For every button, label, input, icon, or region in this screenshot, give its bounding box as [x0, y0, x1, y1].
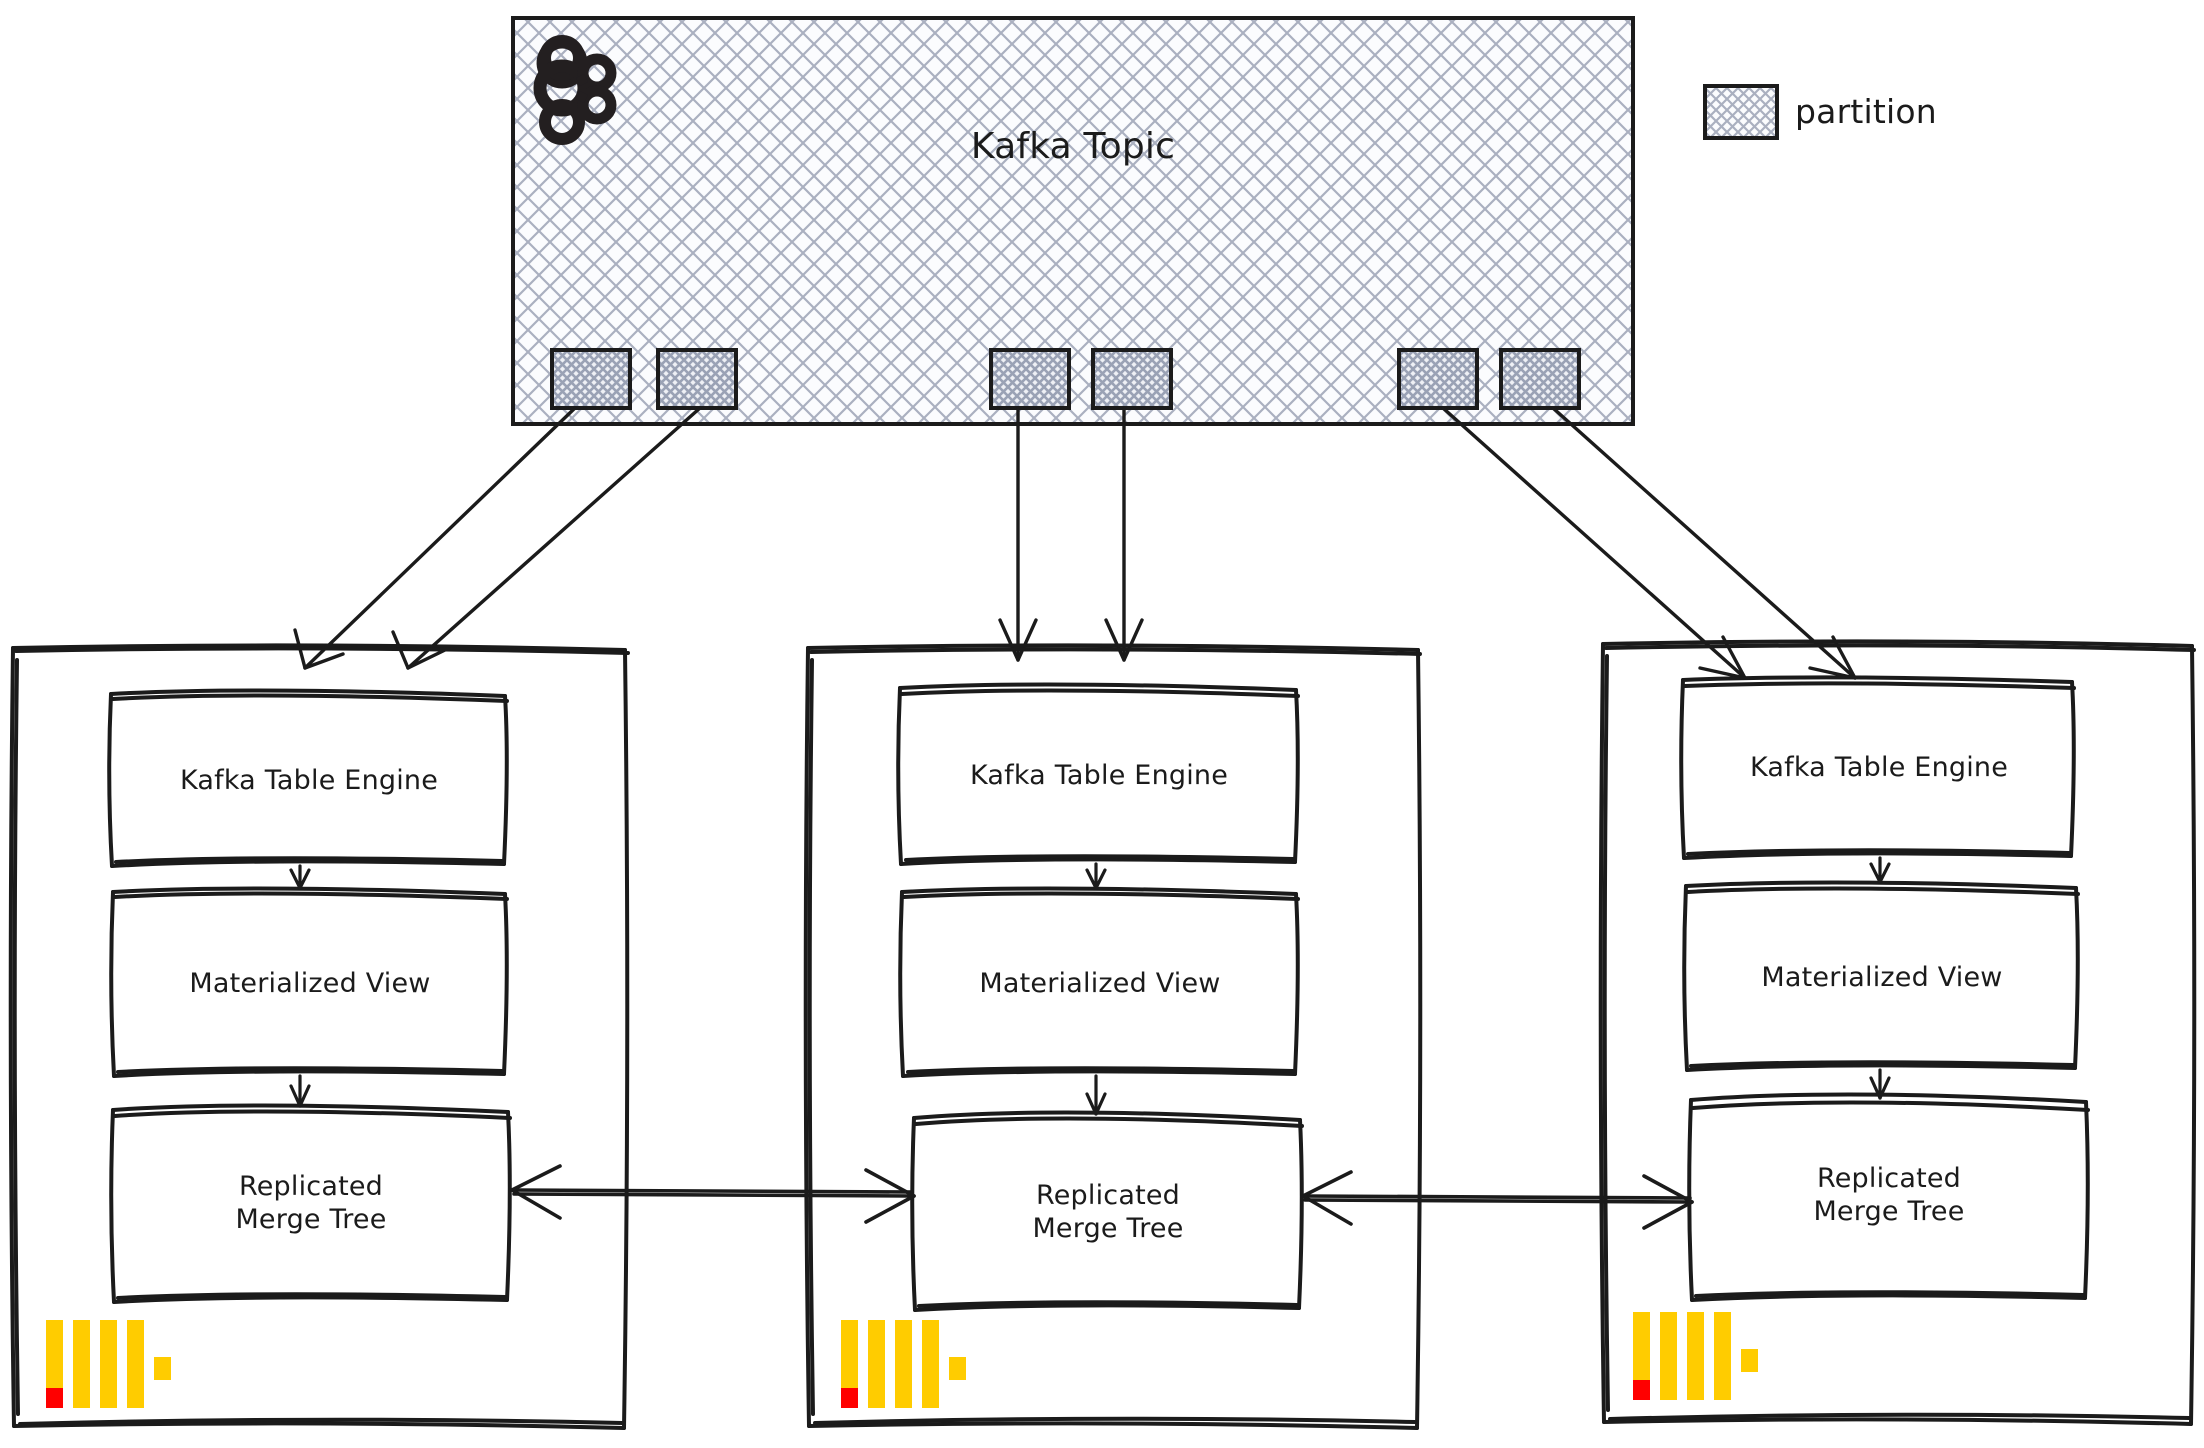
partition-box-1 [656, 348, 738, 410]
node-container-3 [1598, 639, 2197, 1426]
partition-arrows [293, 406, 1857, 680]
partition-box-5 [1499, 348, 1581, 410]
kafka-topic-label: Kafka Topic [970, 126, 1176, 167]
node3-replicated-merge-tree-label: Replicated Merge Tree [1813, 1163, 1965, 1227]
node-container-2 [803, 643, 1423, 1430]
node2-kafka-table-engine-box [896, 682, 1300, 866]
node3-kafka-table-engine-box [1679, 675, 2076, 860]
node1-materialized-view-box [109, 886, 509, 1078]
node3-kafka-table-engine-label: Kafka Table Engine [1749, 752, 2009, 783]
node2-replicated-merge-tree-label: Replicated Merge Tree [1032, 1180, 1184, 1244]
clickhouse-logo-node2 [841, 1320, 971, 1410]
node-container-1 [8, 643, 630, 1430]
node2-kafka-table-engine-label: Kafka Table Engine [969, 760, 1229, 791]
node2-internal-arrows [1085, 862, 1107, 1116]
node3-internal-arrows [1869, 856, 1891, 1100]
partition-hatch-swatch [1703, 84, 1779, 140]
node1-kafka-table-engine-label: Kafka Table Engine [179, 765, 439, 796]
node3-materialized-view-box [1682, 880, 2080, 1072]
kafka-logo-icon [533, 35, 617, 145]
partition-box-0 [550, 348, 632, 410]
node2-materialized-view-label: Materialized View [979, 968, 1221, 999]
clickhouse-logo-node1 [46, 1320, 176, 1410]
partition-box-3 [1091, 348, 1173, 410]
legend-label: partition [1795, 92, 1937, 131]
node1-kafka-table-engine-box [107, 688, 509, 868]
replication-arrow-1-2 [510, 1164, 916, 1224]
partition-box-4 [1397, 348, 1479, 410]
node3-materialized-view-label: Materialized View [1761, 962, 2003, 993]
node2-replicated-merge-tree-box [910, 1110, 1304, 1312]
node1-internal-arrows [289, 864, 311, 1108]
node1-replicated-merge-tree-label: Replicated Merge Tree [235, 1171, 387, 1235]
node1-materialized-view-label: Materialized View [189, 968, 431, 999]
node2-materialized-view-box [898, 886, 1300, 1078]
clickhouse-logo-node3 [1633, 1312, 1763, 1402]
partition-boxes [550, 348, 1581, 410]
partition-box-2 [989, 348, 1071, 410]
replication-arrow-2-3 [1301, 1170, 1694, 1230]
node1-replicated-merge-tree-box [109, 1103, 512, 1304]
node3-replicated-merge-tree-box [1687, 1092, 2090, 1302]
